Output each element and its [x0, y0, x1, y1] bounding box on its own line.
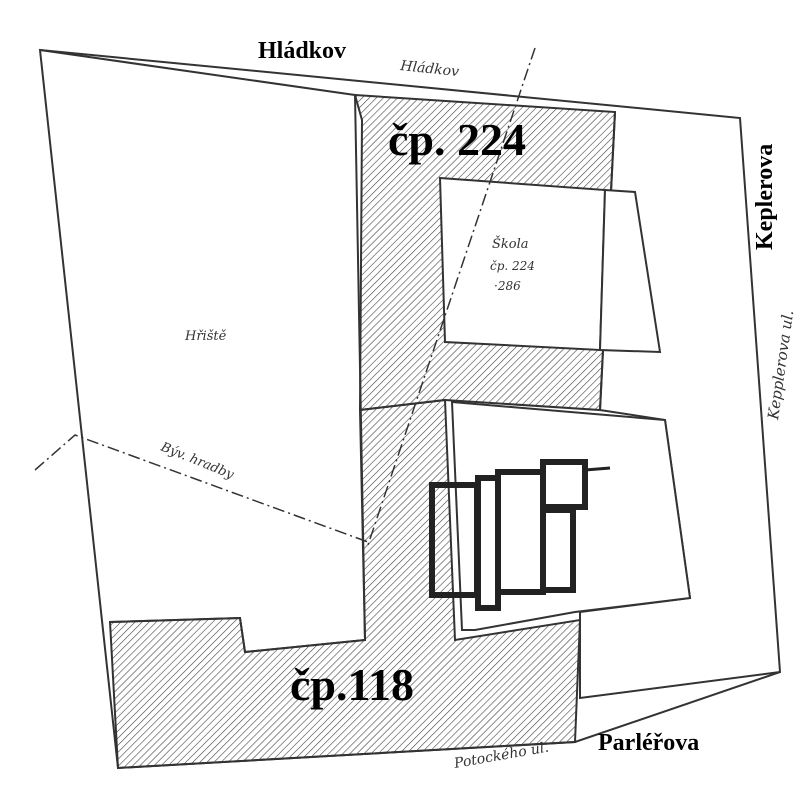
building-floor-plan	[429, 459, 611, 611]
top-street-handwritten: Hládkov	[399, 58, 460, 80]
house-118-label: čp.118	[290, 659, 414, 710]
right-street-label: Keplerova	[752, 144, 778, 250]
house-224-label: čp. 224	[388, 114, 526, 165]
school-wing	[598, 188, 662, 354]
school-number: čp. 224	[490, 259, 535, 273]
school-name: Škola	[492, 235, 529, 252]
former-walls-line	[34, 47, 536, 546]
top-street-label: Hládkov	[258, 38, 346, 64]
bottom-street-label: Parléřova	[598, 730, 699, 756]
school-parcel: ·286	[494, 279, 521, 293]
playground-boundary	[39, 49, 367, 654]
playground-label: Hřiště	[184, 329, 227, 344]
right-street-handwritten: Kepplerova ul.	[764, 309, 797, 422]
